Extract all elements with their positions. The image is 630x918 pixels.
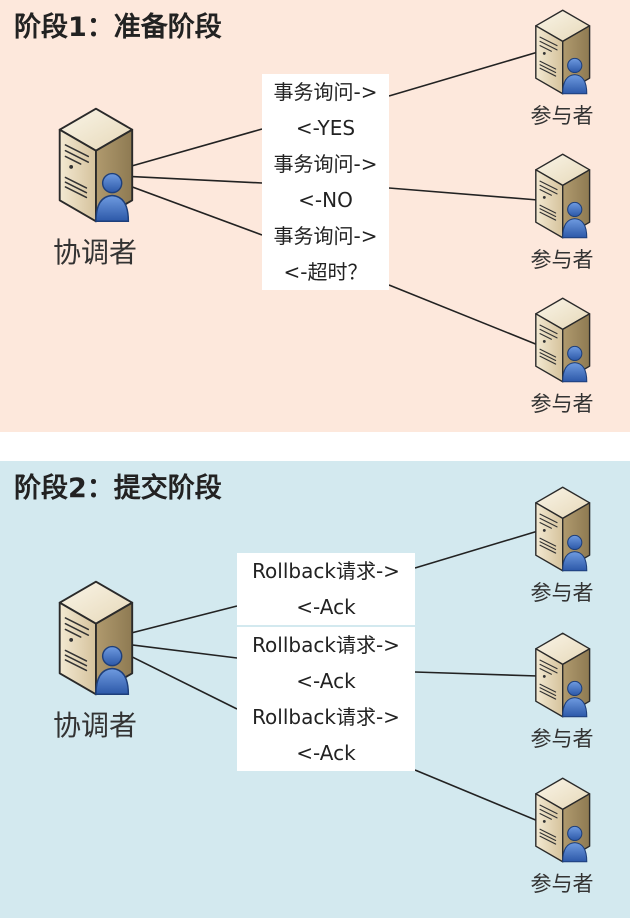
participant-label: 参与者 [530,104,594,128]
server-user-icon [526,774,598,866]
message-request: 事务询问-> [273,152,378,176]
coordinator-label: 协调者 [52,709,137,742]
server-user-icon [526,150,598,242]
participant-node: 参与者 [514,483,610,607]
message-request: Rollback请求-> [252,633,400,657]
phase-2-panel: 阶段2：提交阶段 协调者 参与者 参与者 参与者 Rollback请求-> <-… [0,461,630,918]
phase-1-panel: 阶段1：准备阶段 协调者 参与者 参与者 参与者 事务询问-> <-YES 事务… [0,0,630,432]
link-6 [388,284,539,346]
link-5 [388,187,539,201]
message-box: Rollback请求-> <-Ack [237,699,415,771]
server-user-icon [52,103,138,227]
message-response: <-Ack [296,669,356,693]
coordinator-label: 协调者 [52,236,137,269]
message-response: <-NO [298,188,353,212]
message-request: 事务询问-> [273,80,378,104]
link-4 [414,530,539,569]
message-request: 事务询问-> [273,224,378,248]
participant-label: 参与者 [530,872,594,896]
message-response: <-Ack [296,595,356,619]
phase-2-title: 阶段2：提交阶段 [14,473,222,504]
message-request: Rollback请求-> [252,559,400,583]
phase-1-title: 阶段1：准备阶段 [14,12,222,43]
participant-label: 参与者 [530,392,594,416]
participant-label: 参与者 [530,248,594,272]
message-box: 事务询问-> <-YES [262,74,389,146]
server-user-icon [526,483,598,575]
participant-node: 参与者 [514,294,610,418]
server-user-icon [52,576,138,700]
link-6 [414,769,539,822]
message-request: Rollback请求-> [252,705,400,729]
server-user-icon [526,6,598,98]
coordinator-node: 协调者 [40,576,150,744]
link-5 [414,671,539,677]
message-box: Rollback请求-> <-Ack [237,627,415,699]
participant-node: 参与者 [514,6,610,130]
link-4 [388,51,539,97]
participant-node: 参与者 [514,774,610,898]
coordinator-node: 协调者 [40,103,150,271]
message-response: <-Ack [296,741,356,765]
server-user-icon [526,294,598,386]
server-user-icon [526,629,598,721]
message-box: Rollback请求-> <-Ack [237,553,415,625]
participant-node: 参与者 [514,150,610,274]
participant-label: 参与者 [530,581,594,605]
participant-node: 参与者 [514,629,610,753]
message-box: 事务询问-> <-超时？ [262,218,389,290]
participant-label: 参与者 [530,727,594,751]
message-response: <-YES [295,116,356,140]
message-box: 事务询问-> <-NO [262,146,389,218]
message-response: <-超时？ [283,260,368,284]
